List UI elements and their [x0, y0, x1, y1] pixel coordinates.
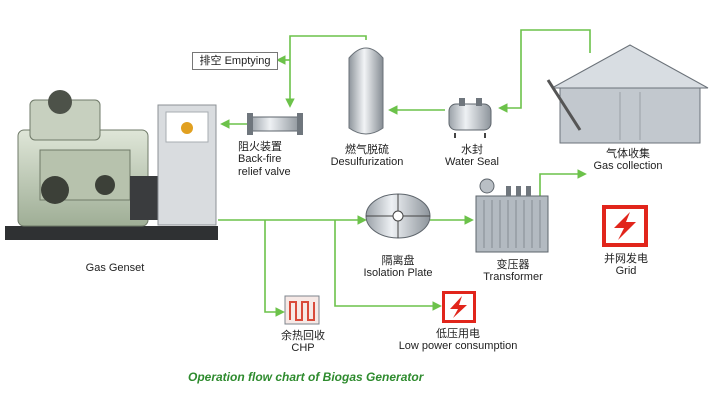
backfire-cn: 阻火装置: [238, 140, 282, 153]
transformer-label: 变压器 Transformer: [470, 258, 556, 284]
flow-lines: [218, 29, 591, 317]
water-seal-en: Water Seal: [444, 156, 499, 168]
desulfurization-en: Desulfurization: [330, 156, 404, 168]
backfire-en1: Back-fire: [238, 153, 282, 165]
chp-heat-exchanger-icon: [284, 295, 320, 325]
gas-genset-en: Gas Genset: [85, 262, 145, 274]
backfire-valve-illustration: [247, 113, 303, 135]
low-power-en: Low power consumption: [398, 340, 518, 352]
isolation-plate-en: Isolation Plate: [363, 267, 433, 279]
isolation-plate-illustration: [365, 193, 431, 239]
backfire-label: 阻火装置 Back-fire relief valve: [238, 140, 318, 179]
emptying-en: Emptying: [224, 55, 271, 67]
backfire-en2: relief valve: [238, 166, 291, 178]
low-power-cn: 低压用电: [436, 327, 480, 340]
water-seal-illustration: [448, 98, 492, 138]
chp-cn: 余热回收: [281, 329, 325, 342]
low-power-lightning-icon: [442, 291, 476, 323]
isolation-plate-label: 隔离盘 Isolation Plate: [352, 254, 444, 280]
low-power-label: 低压用电 Low power consumption: [388, 327, 528, 353]
flow-transformer-to-grid: [539, 169, 587, 200]
diagram-caption: Operation flow chart of Biogas Generator: [188, 370, 424, 384]
flow-desulf-up: [285, 35, 367, 108]
gas-collection-en: Gas collection: [593, 160, 663, 172]
grid-label: 并网发电 Grid: [590, 252, 662, 278]
flow-gas-to-waterseal: [498, 29, 591, 113]
emptying-cn: 排空: [199, 54, 222, 67]
grid-cn: 并网发电: [604, 252, 648, 265]
desulfurization-tank-illustration: [348, 47, 384, 135]
water-seal-cn: 水封: [461, 143, 483, 156]
isolation-plate-cn: 隔离盘: [381, 254, 415, 267]
transformer-en: Transformer: [483, 271, 543, 283]
chp-label: 余热回收 CHP: [270, 329, 336, 355]
emptying-label: 排空 Emptying: [192, 52, 278, 70]
gas-collection-cn: 气体收集: [606, 147, 650, 160]
chp-en: CHP: [291, 342, 315, 354]
grid-en: Grid: [615, 265, 637, 277]
desulfurization-cn: 燃气脱硫: [345, 143, 389, 156]
grid-lightning-icon: [602, 205, 648, 247]
gas-genset-label: Gas Genset: [60, 262, 170, 275]
gas-collection-illustration: [546, 44, 709, 144]
gas-genset-illustration: [5, 90, 218, 240]
gas-collection-label: 气体收集 Gas collection: [578, 147, 678, 173]
transformer-illustration: [475, 178, 549, 253]
flow-to-low-power: [334, 220, 442, 311]
flow-to-chp: [264, 220, 285, 317]
water-seal-label: 水封 Water Seal: [432, 143, 512, 169]
desulfurization-label: 燃气脱硫 Desulfurization: [322, 143, 412, 169]
transformer-cn: 变压器: [496, 258, 530, 271]
